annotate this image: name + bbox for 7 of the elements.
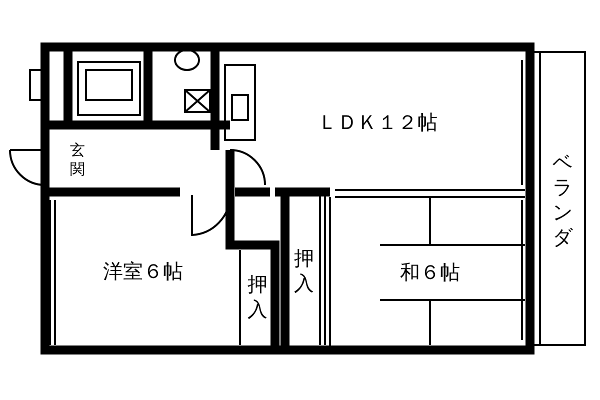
room-label: 洋室６帖	[103, 258, 183, 284]
room-label: ＬＤＫ１２帖	[318, 109, 438, 136]
room-label: 押入	[294, 246, 314, 296]
room-label: ベランダ	[552, 150, 572, 250]
room-label: 押入	[248, 272, 268, 322]
room-label: 和６帖	[400, 259, 460, 286]
room-label: 玄関	[70, 141, 85, 179]
